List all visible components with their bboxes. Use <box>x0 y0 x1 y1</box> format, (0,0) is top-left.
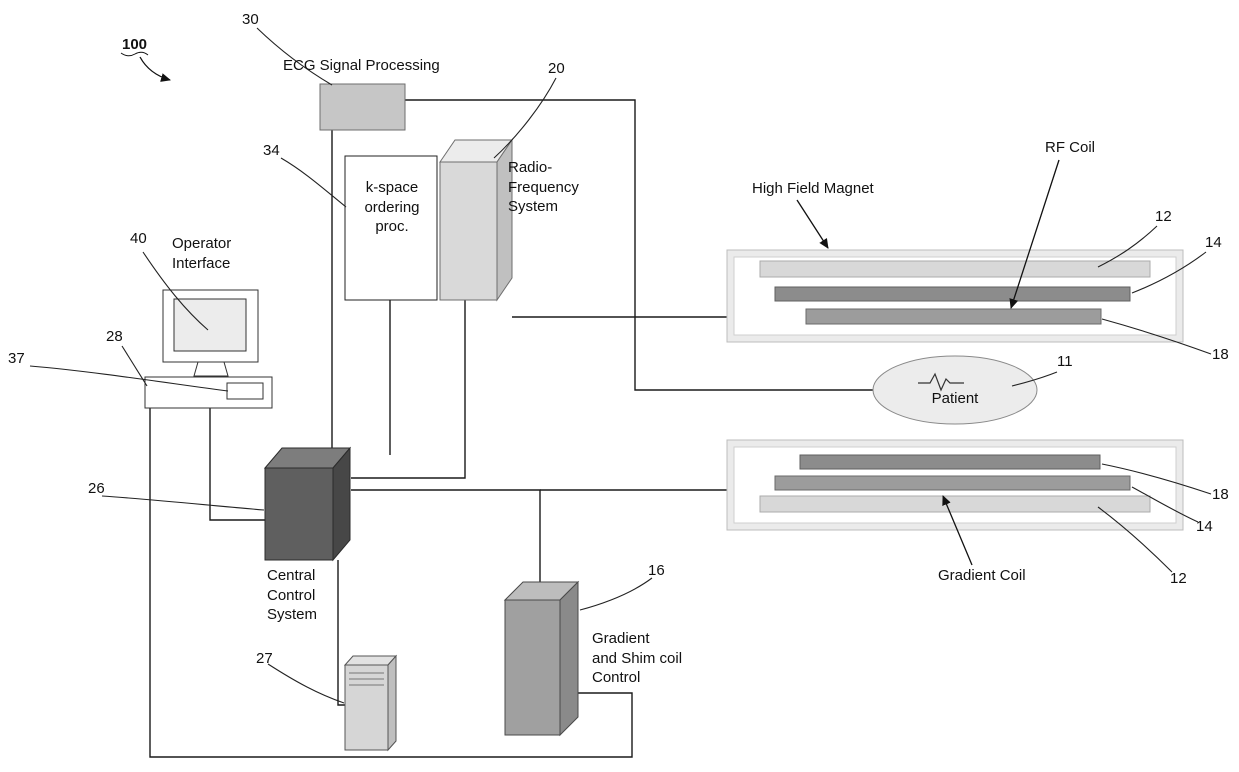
ref-30: 30 <box>242 11 259 28</box>
ref-18-bottom: 18 <box>1212 486 1229 503</box>
rf-coil-bar-top <box>805 308 1102 325</box>
rf-coil-bar-bottom <box>799 454 1101 470</box>
leader-40 <box>142 251 209 331</box>
kspace-label: k-space ordering proc. <box>364 179 420 235</box>
connector-keyboard-to-central <box>209 408 265 521</box>
leader-30 <box>256 27 333 86</box>
leader-14-bottom <box>1131 486 1199 523</box>
rf-coil-arrow <box>1009 159 1060 309</box>
patient-symbol <box>872 355 1038 425</box>
connector-ecg-to-patient <box>405 99 873 391</box>
connector-central-to-tower <box>337 560 345 706</box>
ref-16: 16 <box>648 562 665 579</box>
gradient-coil-bar-bottom <box>774 475 1131 491</box>
kspace-box <box>344 155 438 301</box>
tower-pc <box>343 654 398 752</box>
magnet-bar-top <box>759 260 1151 278</box>
operator-keyboard <box>144 376 273 409</box>
high-field-magnet-label: High Field Magnet <box>752 180 874 197</box>
ref-12-bottom: 12 <box>1170 570 1187 587</box>
tower-top-face <box>343 655 398 666</box>
ref-40: 40 <box>130 230 147 247</box>
magnet-assembly-bottom <box>726 439 1184 531</box>
rf-coil-label: RF Coil <box>1045 139 1096 156</box>
ref-12-top: 12 <box>1155 208 1172 225</box>
leader-34 <box>280 157 347 208</box>
figure-number: 100 <box>122 36 148 53</box>
ref-20: 20 <box>548 60 565 77</box>
leader-37 <box>29 365 229 392</box>
gradient-control-front-face <box>504 599 561 736</box>
leader-28 <box>121 345 148 387</box>
leader-18-top <box>1101 318 1212 355</box>
tower-front-face <box>344 664 389 751</box>
leader-20 <box>493 77 557 159</box>
central-control-side-face <box>332 446 351 562</box>
rf-system-box <box>439 138 513 302</box>
leader-11 <box>1011 371 1058 387</box>
tower-side-face <box>387 654 397 752</box>
connector-bottom-loop <box>149 408 633 758</box>
central-control-box <box>263 446 352 562</box>
ecg-box <box>319 83 406 131</box>
ref-14-top: 14 <box>1205 234 1222 251</box>
gradient-coil-bar-top <box>774 286 1131 302</box>
gradient-control-box <box>503 580 580 737</box>
monitor-stand <box>193 361 229 377</box>
patient-ellipse <box>872 355 1038 425</box>
mouse-pad-box <box>226 382 264 400</box>
ref-26: 26 <box>88 480 105 497</box>
gradient-coil-arrow <box>942 495 973 566</box>
connector-rf-to-central <box>351 300 466 479</box>
leader-14-top <box>1131 251 1207 294</box>
ref-34: 34 <box>263 142 280 159</box>
ref-37: 37 <box>8 350 25 367</box>
operator-interface-monitor <box>162 289 259 377</box>
gradient-coil-label: Gradient Coil <box>938 567 1026 584</box>
leader-12-top <box>1097 225 1158 268</box>
leader-26 <box>101 495 265 511</box>
central-control-front-face <box>264 467 334 561</box>
magnet-assembly-top <box>726 249 1184 343</box>
ref-28: 28 <box>106 328 123 345</box>
rf-system-front-face <box>439 161 498 301</box>
central-control-label: Central Control System <box>267 567 318 623</box>
ref-18-top: 18 <box>1212 346 1229 363</box>
ecg-label: ECG Signal Processing <box>283 57 440 74</box>
operator-interface-label: Operator Interface <box>172 235 232 272</box>
ref-11: 11 <box>1057 353 1073 370</box>
leader-18-bottom <box>1101 463 1212 495</box>
gradient-control-label: Gradient and Shim coil Control <box>592 630 683 686</box>
leader-12-bottom <box>1097 506 1173 573</box>
ecg-trace-icon <box>918 372 964 392</box>
patient-label: Patient <box>931 390 979 407</box>
figure-100-arrow <box>139 56 171 82</box>
gradient-control-side-face <box>559 580 579 737</box>
rf-system-label: Radio- Frequency System <box>508 159 579 215</box>
leader-16 <box>579 577 653 611</box>
figure-100-underline <box>120 51 149 57</box>
high-field-magnet-arrow <box>796 199 829 249</box>
ref-27: 27 <box>256 650 273 667</box>
ref-14-bottom: 14 <box>1196 518 1213 535</box>
magnet-bar-bottom <box>759 495 1151 513</box>
connector-central-to-gradientctrl <box>351 489 541 600</box>
leader-27 <box>267 663 345 704</box>
tower-drive-bays <box>349 672 384 686</box>
